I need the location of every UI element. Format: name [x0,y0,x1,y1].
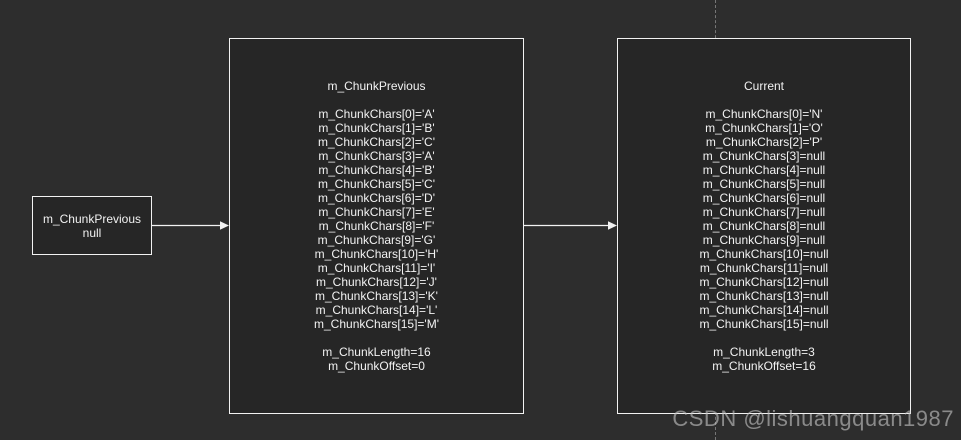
chunk-char-line: m_ChunkChars[15]=null [699,317,829,331]
arrow-middle-to-right[interactable] [524,221,617,230]
middle-box-char-list: m_ChunkChars[0]='A'm_ChunkChars[1]='B'm_… [314,107,439,331]
chunk-meta-line: m_ChunkOffset=16 [712,359,816,373]
right-box-char-list: m_ChunkChars[0]='N'm_ChunkChars[1]='O'm_… [699,107,828,331]
null-previous-node[interactable]: m_ChunkPrevious null [32,196,152,255]
chunk-char-line: m_ChunkChars[5]='C' [318,177,435,191]
chunk-char-line: m_ChunkChars[13]='K' [315,289,438,303]
chunk-char-line: m_ChunkChars[13]=null [699,289,829,303]
left-box-value: null [82,225,102,240]
chunk-char-line: m_ChunkChars[4]=null [702,163,826,177]
chunk-char-line: m_ChunkChars[2]='P' [705,135,823,149]
chunk-char-line: m_ChunkChars[3]='A' [318,149,435,163]
chunk-char-line: m_ChunkChars[10]='H' [314,247,439,261]
chunk-char-line: m_ChunkChars[8]=null [702,219,826,233]
chunk-char-line: m_ChunkChars[11]='I' [317,261,436,275]
chunk-char-line: m_ChunkChars[14]='L' [315,303,438,317]
chunk-char-line: m_ChunkChars[7]=null [702,205,826,219]
chunk-char-line: m_ChunkChars[12]='J' [316,275,437,289]
chunk-char-line: m_ChunkChars[6]=null [702,191,826,205]
current-chunk-node[interactable]: Current m_ChunkChars[0]='N'm_ChunkChars[… [617,38,911,414]
watermark-text: CSDN @lishuangquan1987 [672,406,954,431]
chunk-char-line: m_ChunkChars[11]=null [699,261,829,275]
chunk-meta-line: m_ChunkOffset=0 [328,359,425,373]
chunk-char-line: m_ChunkChars[12]=null [699,275,829,289]
chunk-char-line: m_ChunkChars[4]='B' [318,163,435,177]
chunk-char-line: m_ChunkChars[6]='D' [318,191,435,205]
right-box-title: Current [743,79,784,93]
chunk-char-line: m_ChunkChars[15]='M' [314,317,439,331]
previous-chunk-node[interactable]: m_ChunkPrevious m_ChunkChars[0]='A'm_Chu… [229,38,524,414]
chunk-char-line: m_ChunkChars[0]='N' [705,107,823,121]
chunk-char-line: m_ChunkChars[2]='C' [318,135,435,149]
chunk-char-line: m_ChunkChars[0]='A' [318,107,435,121]
chunk-char-line: m_ChunkChars[10]=null [699,247,829,261]
chunk-char-line: m_ChunkChars[3]=null [702,149,826,163]
left-box-title: m_ChunkPrevious [42,211,142,226]
chunk-char-line: m_ChunkChars[14]=null [699,303,829,317]
chunk-char-line: m_ChunkChars[7]='E' [318,205,435,219]
chunk-char-line: m_ChunkChars[1]='O' [705,121,823,135]
middle-box-title: m_ChunkPrevious [327,79,426,93]
chunk-char-line: m_ChunkChars[9]=null [702,233,826,247]
chunk-char-line: m_ChunkChars[8]='F' [318,219,435,233]
chunk-meta-line: m_ChunkLength=16 [322,345,431,359]
chunk-char-line: m_ChunkChars[5]=null [702,177,826,191]
chunk-char-line: m_ChunkChars[9]='G' [317,233,436,247]
chunk-char-line: m_ChunkChars[1]='B' [318,121,435,135]
chunk-meta-line: m_ChunkLength=3 [713,345,815,359]
arrow-left-to-middle[interactable] [152,221,229,230]
